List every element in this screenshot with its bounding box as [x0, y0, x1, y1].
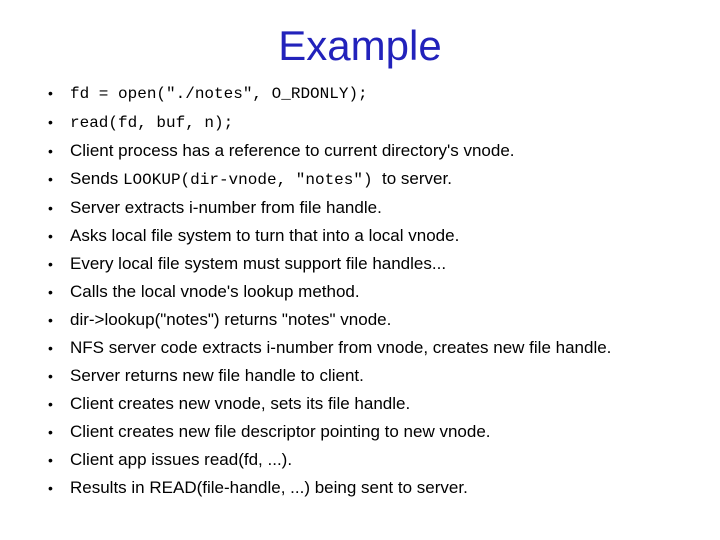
text-segment: Server returns new file handle to client…: [70, 366, 364, 385]
text-segment: Calls the local vnode's lookup method.: [70, 282, 360, 301]
list-item: • Client process has a reference to curre…: [48, 137, 638, 165]
bullet-icon: •: [48, 200, 53, 216]
text-segment: to server.: [372, 169, 452, 188]
text-segment: Asks local file system to turn that into…: [70, 226, 460, 245]
text-segment: Every local file system must support fil…: [70, 254, 447, 273]
bullet-icon: •: [48, 312, 53, 328]
text-segment: Sends: [70, 169, 123, 188]
list-item: • Calls the local vnode's lookup method.: [48, 278, 638, 306]
list-item: • Server returns new file handle to clien…: [48, 362, 638, 390]
list-item: • Every local file system must support fi…: [48, 250, 638, 278]
text-segment: dir->lookup("notes") returns "notes" vno…: [70, 310, 392, 329]
slide-title: Example: [278, 22, 442, 69]
list-item: • dir->lookup("notes") returns "notes" vn…: [48, 306, 638, 334]
list-item: • Server extracts i-number from file hand…: [48, 194, 638, 222]
bullet-icon: •: [48, 256, 53, 272]
bullet-icon: •: [48, 340, 53, 356]
text-segment: Server extracts i-number from file handl…: [70, 198, 382, 217]
text-segment: Client app issues read(fd, ...).: [70, 450, 293, 469]
bullet-icon: •: [48, 143, 53, 159]
bullet-icon: •: [48, 284, 53, 300]
list-item: • NFS server code extracts i-number from …: [48, 334, 638, 362]
list-item: • Client creates new vnode, sets its file…: [48, 390, 638, 418]
code-segment: fd = open("./notes", O_RDONLY);: [70, 85, 368, 103]
text-segment: Client creates new vnode, sets its file …: [70, 394, 411, 413]
bullet-icon: •: [48, 85, 53, 101]
bullet-icon: •: [48, 228, 53, 244]
text-segment: Results in READ(file-handle, ...) being …: [70, 478, 468, 497]
bullet-icon: •: [48, 396, 53, 412]
list-item: • read(fd, buf, n);: [48, 108, 638, 137]
list-item: • fd = open("./notes", O_RDONLY);: [48, 79, 638, 108]
bullet-icon: •: [48, 480, 53, 496]
code-segment: read(fd, buf, n);: [70, 114, 234, 132]
bullet-icon: •: [48, 424, 53, 440]
bullet-list: • fd = open("./notes", O_RDONLY); • read(fd…: [0, 79, 638, 502]
text-segment: NFS server code extracts i-number from v…: [70, 338, 612, 357]
list-item: • Sends LOOKUP(dir-vnode, "notes") to ser…: [48, 165, 638, 194]
list-item: • Client app issues read(fd, ...).: [48, 446, 638, 474]
bullet-icon: •: [48, 114, 53, 130]
text-segment: Client process has a reference to curren…: [70, 141, 515, 160]
list-item: • Results in READ(file-handle, ...) being…: [48, 474, 638, 502]
bullet-icon: •: [48, 452, 53, 468]
bullet-icon: •: [48, 171, 53, 187]
list-item: • Asks local file system to turn that int…: [48, 222, 638, 250]
text-segment: Client creates new file descriptor point…: [70, 422, 491, 441]
bullet-icon: •: [48, 368, 53, 384]
list-item: • Client creates new file descriptor poin…: [48, 418, 638, 446]
code-segment: LOOKUP(dir-vnode, "notes"): [122, 171, 373, 189]
